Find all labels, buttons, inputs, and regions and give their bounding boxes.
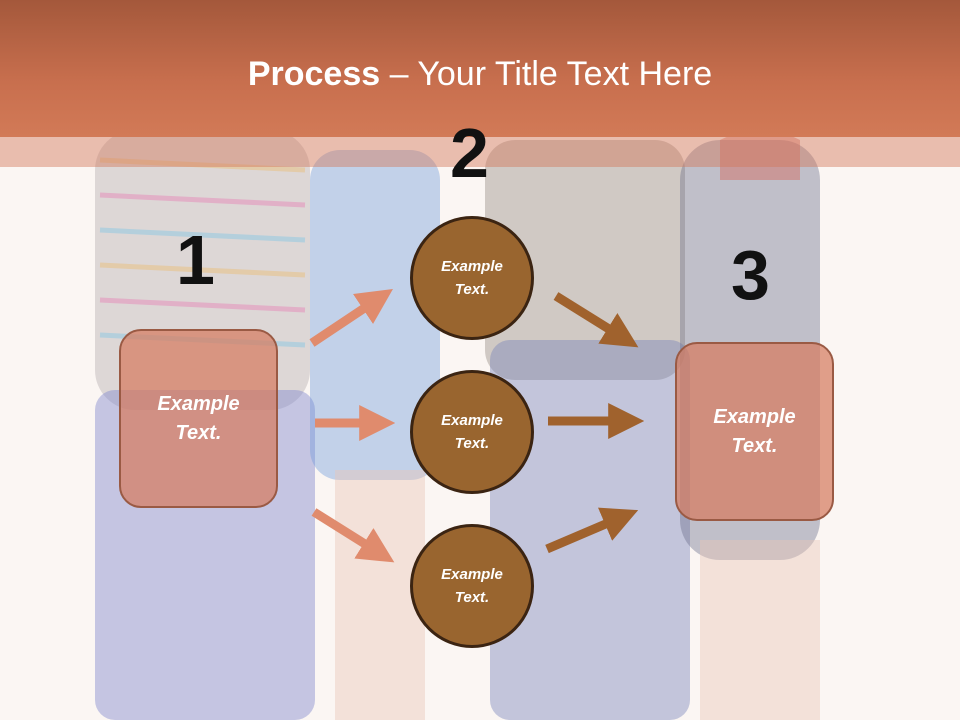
circle-top: Example Text. <box>410 216 534 340</box>
circle-middle: Example Text. <box>410 370 534 494</box>
slide-title-bold: Process <box>247 55 381 93</box>
step-number-1: 1 <box>176 221 215 299</box>
step-number-2: 2 <box>450 114 489 192</box>
slide-title: Process – Your Title Text Here <box>0 52 960 96</box>
right-text-box: Example Text. <box>675 342 834 521</box>
title-bar <box>0 0 960 137</box>
circle-bottom: Example Text. <box>410 524 534 648</box>
step-number-3: 3 <box>731 236 770 314</box>
left-text-box: Example Text. <box>119 329 278 508</box>
slide-title-rest: – Your Title Text Here <box>380 55 713 93</box>
title-bar-band <box>0 137 960 167</box>
